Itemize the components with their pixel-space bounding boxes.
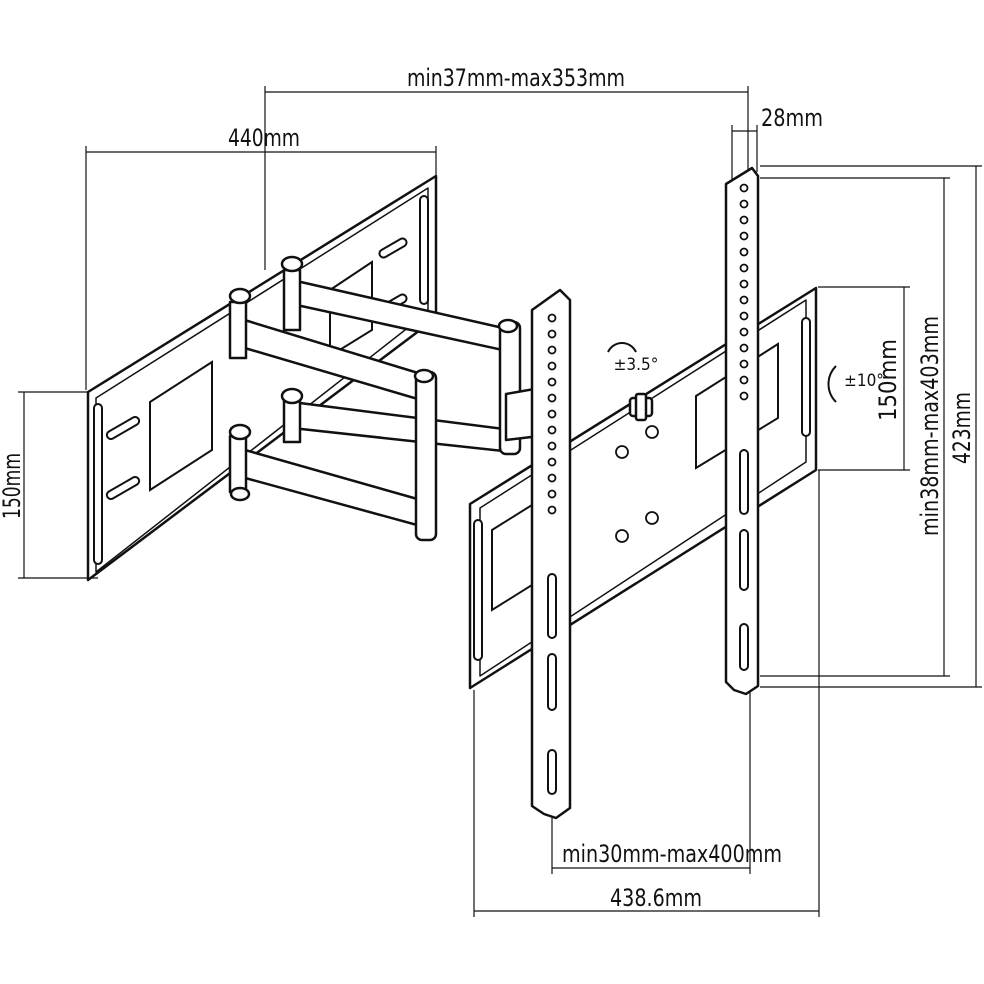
wall-plate-width-label: 440mm — [228, 124, 300, 152]
tilt-angle-label: ±10° — [844, 371, 884, 391]
right-strap-holes — [739, 183, 749, 401]
vertical-straps — [530, 166, 760, 820]
dimension-lines — [18, 86, 982, 917]
dimension-labels: min37mm-max353mm 440mm 28mm min30mm-max4… — [0, 64, 976, 912]
left-strap-holes — [547, 313, 557, 515]
vesa-vertical-label: min38mm-max403mm — [916, 316, 944, 536]
swivel-angle-label: ±3.5° — [614, 355, 659, 375]
profile-depth-label: 28mm — [761, 104, 823, 132]
wall-plate — [86, 174, 438, 582]
head-plate-height-label: 150mm — [874, 339, 902, 421]
swing-arms — [228, 255, 542, 542]
vesa-horizontal-label: min30mm-max400mm — [562, 840, 782, 868]
arm-extension-label: min37mm-max353mm — [407, 64, 625, 92]
wall-plate-height-label: 150mm — [0, 453, 26, 519]
rotation-arrows — [607, 342, 837, 403]
tv-head-plate — [468, 286, 818, 690]
overall-width-label: 438.6mm — [610, 884, 702, 912]
overall-height-label: 423mm — [948, 392, 976, 464]
